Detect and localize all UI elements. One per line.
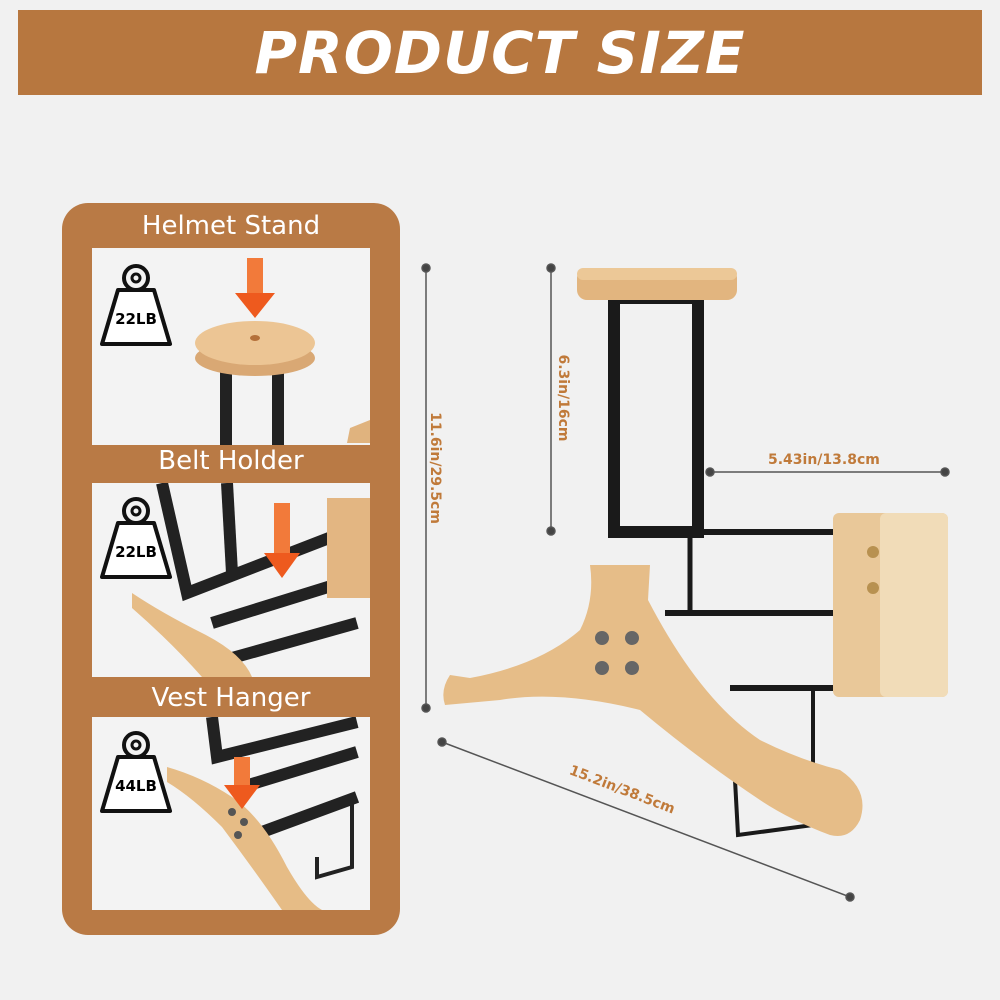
- dimension-lines: [421, 263, 950, 902]
- weight-icon: 22LB: [98, 491, 174, 581]
- hanger: [443, 565, 863, 836]
- helmet-stand-illustration: [195, 258, 370, 445]
- vest-hanger-illustration: [167, 717, 360, 910]
- feature-image-vest-hanger: 44LB: [92, 717, 370, 910]
- feature-label-helmet-stand: Helmet Stand: [141, 211, 321, 241]
- feature-image-helmet-stand: 22LB: [92, 248, 370, 445]
- feature-image-belt-holder: 22LB: [92, 483, 370, 677]
- weight-icon: 44LB: [98, 725, 174, 815]
- title-banner: PRODUCT SIZE: [18, 10, 982, 95]
- helmet-disc: [577, 268, 737, 300]
- wall-plate: [833, 513, 948, 697]
- features-panel: Helmet Stand 22LB Belt Holder: [62, 203, 400, 935]
- belt-holder-illustration: [132, 483, 370, 677]
- feature-label-belt-holder: Belt Holder: [158, 446, 304, 476]
- total-height-label: 11.6in/29.5cm: [427, 412, 443, 524]
- weight-icon: 22LB: [98, 258, 174, 348]
- feature-label-vest-hanger: Vest Hanger: [151, 683, 311, 713]
- banner-title: PRODUCT SIZE: [254, 18, 746, 87]
- stand-height-label: 6.3in/16cm: [555, 354, 571, 442]
- arm-length-label: 5.43in/13.8cm: [768, 452, 880, 468]
